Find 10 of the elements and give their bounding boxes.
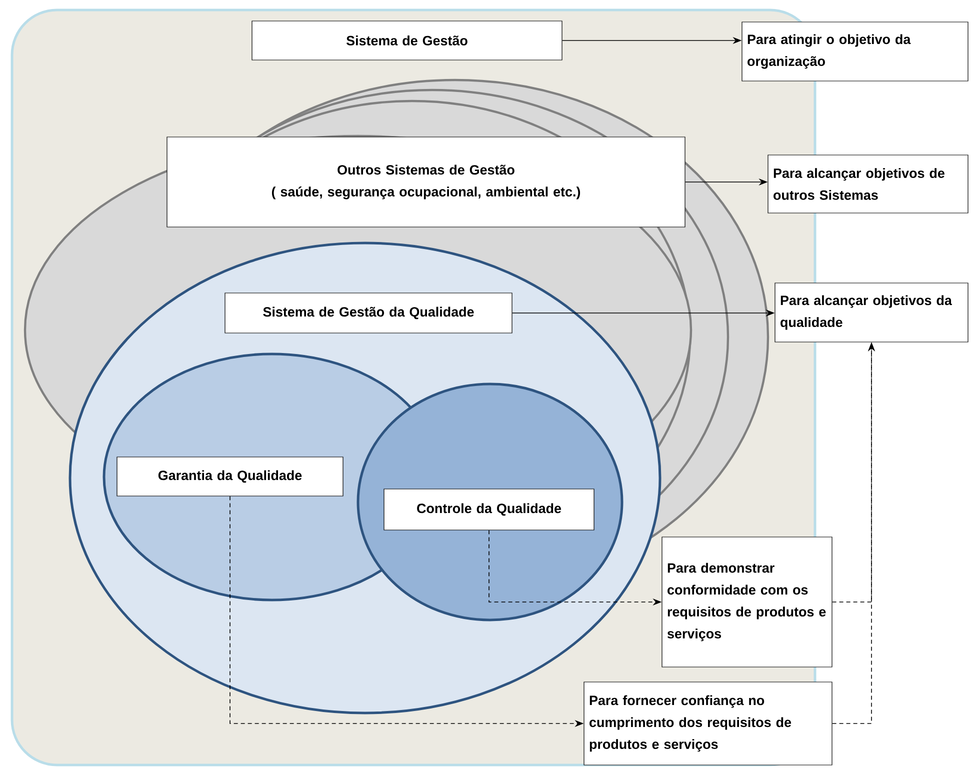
text-box: Sistema de Gestão <box>252 20 562 60</box>
text-box: Para alcançar objetivos da qualidade <box>774 282 968 342</box>
text-box: Garantia da Qualidade <box>116 456 344 496</box>
text-box: Para alcançar objetivos de outros Sistemas <box>768 154 968 214</box>
text-box: Para atingir o objetivo da organização <box>742 22 968 82</box>
text-box: Para demonstrar conformidade com os requisitos de produtos e serviços <box>662 536 832 668</box>
text-box: Outros Sistemas de Gestão ( saúde, segurança ocupacional, ambiental etc.) <box>166 136 686 228</box>
text-box: Controle da Qualidade <box>384 488 594 530</box>
text-box: Para fornecer confiança no cumprimento dos requisitos de produtos e serviços <box>584 682 832 766</box>
text-box: Sistema de Gestão da Qualidade <box>224 292 512 334</box>
